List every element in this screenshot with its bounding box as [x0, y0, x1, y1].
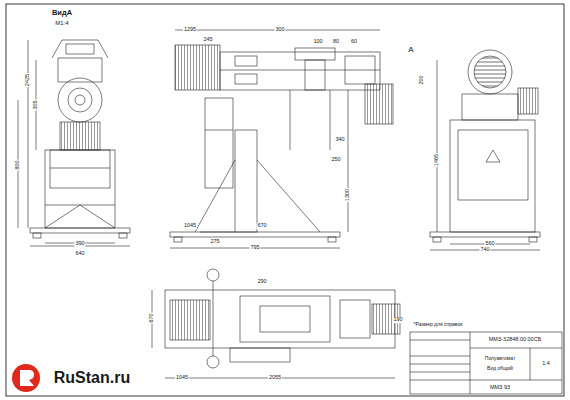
dimension-label: 305 [33, 99, 39, 110]
title-block [410, 332, 562, 394]
dimension-label: 250 [330, 157, 341, 163]
dimension-label: A [407, 46, 414, 54]
title-block-text: Вид общий [486, 366, 514, 371]
dimension-label: 795 [249, 245, 260, 251]
plan-view [152, 269, 400, 378]
title-block-text: ММЗ 93 [489, 385, 511, 391]
sheet-frame [6, 4, 564, 396]
dimension-label: 2055 [268, 375, 282, 381]
dimension-label: 200 [419, 74, 425, 85]
dimension-label: 560 [484, 241, 495, 247]
dimension-label: 60 [350, 39, 358, 45]
dimension-label: 1045 [175, 375, 189, 381]
title-block-text: *Размер для справок [413, 322, 464, 327]
left-view [18, 40, 130, 246]
dimension-label: 670 [256, 223, 267, 229]
logo-mark [12, 364, 40, 392]
title-block-text: ММЗ-32848.00.00СБ [488, 337, 542, 343]
dimension-label: 275 [209, 239, 220, 245]
dimension-label: 670 [149, 312, 155, 323]
dimension-label: 340 [334, 137, 345, 143]
right-view [430, 50, 540, 250]
front-view [170, 30, 393, 248]
dimension-label: 1300 [345, 188, 351, 202]
dimension-label: 245 [202, 37, 213, 43]
dimension-label: 800 [15, 159, 21, 170]
dimension-label: 390 [74, 241, 85, 247]
dimension-label: 190 [392, 317, 403, 323]
dimension-label: 100 [312, 39, 323, 45]
dimension-label: 80 [332, 39, 340, 45]
dimension-label: 300 [274, 27, 285, 33]
dimension-label: 740 [479, 247, 490, 253]
dimension-label: 1295 [183, 27, 197, 33]
title-block-text: 1:4 [541, 361, 551, 367]
dimension-label: 640 [74, 251, 85, 257]
dimension-label: ВидА [51, 9, 73, 17]
dimension-label: М1:4 [54, 20, 69, 26]
dimension-label: 1465 [434, 153, 440, 167]
dimension-label: 1045 [183, 223, 197, 229]
dimension-label: 2425 [25, 73, 31, 87]
watermark: RuStan.ru [53, 370, 131, 386]
dimension-label: 290 [256, 279, 267, 285]
title-block-text: Полуавтомат [484, 356, 516, 361]
